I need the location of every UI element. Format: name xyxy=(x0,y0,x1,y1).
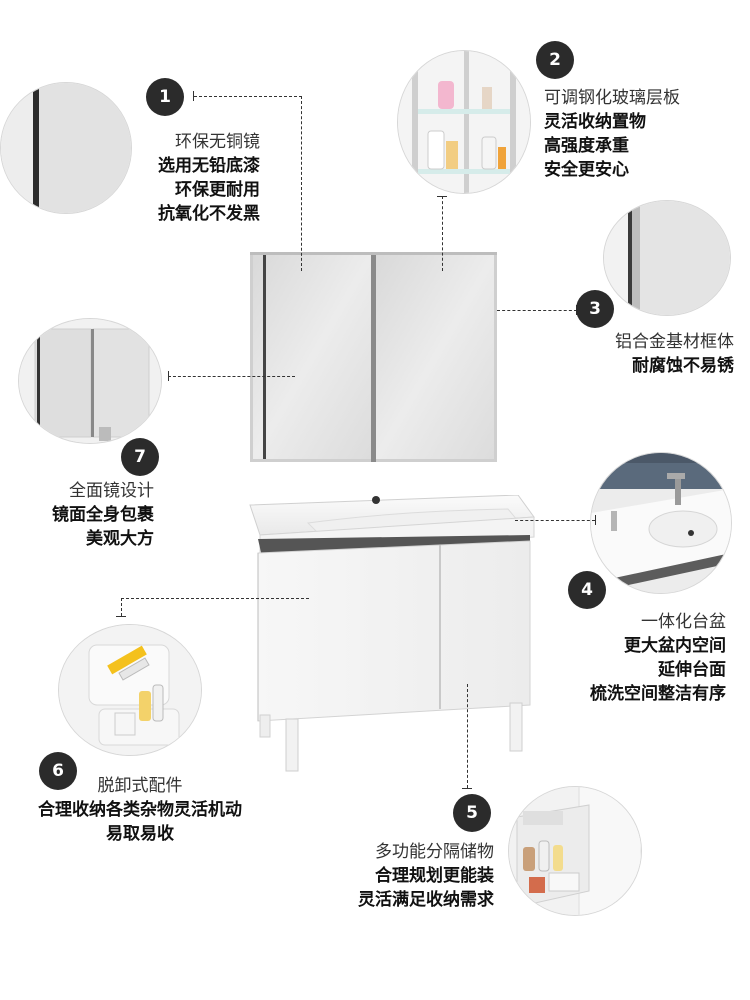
feature-3-line-2: 耐腐蚀不易锈 xyxy=(632,356,734,376)
leader-6-v xyxy=(121,598,122,616)
feature-4-line-4: 梳洗空间整洁有序 xyxy=(590,684,726,704)
feature-2-text: 可调钢化玻璃层板 灵活收纳置物 高强度承重 安全更安心 xyxy=(544,86,680,182)
feature-6-text: 脱卸式配件 合理收纳各类杂物灵活机动 易取易收 xyxy=(10,774,270,846)
feature-1-line-4: 抗氧化不发黑 xyxy=(158,204,260,224)
detail-circle-detachable-accessories xyxy=(58,624,202,756)
feature-4-title: 一体化台盆 xyxy=(641,612,726,632)
feature-1-line-3: 环保更耐用 xyxy=(175,180,260,200)
feature-5-line-3: 灵活满足收纳需求 xyxy=(358,890,494,910)
badge-1: 1 xyxy=(146,78,184,116)
leader-6-tick xyxy=(116,616,126,617)
badge-4: 4 xyxy=(568,571,606,609)
detail-circle-integrated-basin xyxy=(590,452,732,594)
leader-1-tick xyxy=(193,91,194,101)
leader-5-tick xyxy=(462,788,472,789)
leader-5-v xyxy=(467,684,468,788)
detail-circle-copper-free-mirror xyxy=(0,82,132,214)
feature-5-text: 多功能分隔储物 合理规划更能装 灵活满足收纳需求 xyxy=(358,840,494,912)
badge-5: 5 xyxy=(453,794,491,832)
feature-2-line-2: 灵活收纳置物 xyxy=(544,112,646,132)
vanity-illustration xyxy=(249,495,535,772)
leader-1-h xyxy=(194,96,302,97)
leader-4-tick xyxy=(595,515,596,525)
feature-6-line-2: 合理收纳各类杂物灵活机动 xyxy=(38,800,242,820)
leader-7-h xyxy=(168,376,295,377)
detail-circle-full-mirror xyxy=(18,318,162,444)
feature-5-line-2: 合理规划更能装 xyxy=(375,866,494,886)
feature-1-line-2: 选用无铅底漆 xyxy=(158,156,260,176)
badge-6: 6 xyxy=(39,752,77,790)
feature-4-line-2: 更大盆内空间 xyxy=(624,636,726,656)
feature-6-title: 脱卸式配件 xyxy=(97,776,183,796)
feature-4-text: 一体化台盆 更大盆内空间 延伸台面 梳洗空间整洁有序 xyxy=(590,610,726,706)
leader-2-v xyxy=(442,196,443,271)
detail-circle-aluminum-frame xyxy=(603,200,731,316)
leader-6-h xyxy=(121,598,309,599)
feature-2-line-4: 安全更安心 xyxy=(544,160,629,180)
feature-6-line-3: 易取易收 xyxy=(106,824,174,844)
detail-circle-glass-shelves xyxy=(397,50,531,194)
feature-5-title: 多功能分隔储物 xyxy=(375,842,494,862)
feature-1-text: 环保无铜镜 选用无铅底漆 环保更耐用 抗氧化不发黑 xyxy=(158,130,260,226)
badge-3: 3 xyxy=(576,290,614,328)
mirror-cabinet xyxy=(250,252,497,462)
vanity-cabinet xyxy=(248,495,538,775)
mirror-cabinet-illustration xyxy=(250,252,497,462)
feature-7-line-3: 美观大方 xyxy=(86,529,154,549)
feature-2-title: 可调钢化玻璃层板 xyxy=(544,88,680,108)
leader-3-h xyxy=(497,310,577,311)
badge-7: 7 xyxy=(121,438,159,476)
feature-3-text: 铝合金基材框体 耐腐蚀不易锈 xyxy=(615,330,734,378)
feature-7-text: 全面镜设计 镜面全身包裹 美观大方 xyxy=(52,479,154,551)
feature-2-line-3: 高强度承重 xyxy=(544,136,629,156)
badge-2: 2 xyxy=(536,41,574,79)
feature-1-title: 环保无铜镜 xyxy=(175,132,260,152)
detail-circle-divided-storage xyxy=(508,786,642,916)
feature-7-line-2: 镜面全身包裹 xyxy=(52,505,154,525)
leader-1-v xyxy=(301,96,302,271)
leader-4-h xyxy=(515,520,595,521)
feature-3-title: 铝合金基材框体 xyxy=(615,332,734,352)
feature-7-title: 全面镜设计 xyxy=(69,481,154,501)
feature-4-line-3: 延伸台面 xyxy=(658,660,726,680)
